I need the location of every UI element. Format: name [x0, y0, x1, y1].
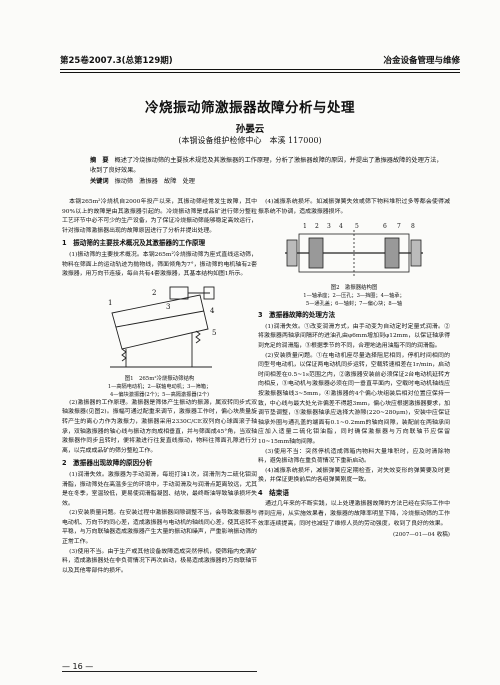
figure-1-legend-line-1: 1—高隔电动机；2—联轴电动机；3—筛箱；	[107, 383, 212, 390]
abstract-text: 概述了冷烧振动筛的主要技术规范及其激振器的工作原理，分析了激振器故障的原因，并提…	[90, 157, 443, 174]
issue-info: 第25卷2007.3(总第129期)	[60, 56, 173, 66]
eccentric-block-left	[286, 239, 298, 267]
figure-2-caption: 图2 激振器结构图	[330, 285, 378, 292]
section-1-paragraph-2: (2)激振器的工作原理。激振器是筛体产生振动的振源，属双转同步式双轴激振器(见图…	[62, 399, 257, 454]
figure-2-legend-line-1: 1—轴承座；2—压孔；3—挡圈；4—轴承；	[303, 293, 405, 300]
article-title: 冷烧振动筛激振器故障分析与处理	[145, 100, 355, 116]
fig2-label-5: 5	[355, 223, 359, 230]
figure-1-drawing	[109, 286, 214, 368]
fig2-label-2: 2	[315, 223, 319, 230]
section-1-paragraph-1: (1)振动筛的主要技术概况。本钢265m²冷烧振动筛为座式直线运动筛，物料在筛面…	[62, 251, 257, 278]
right-column: (4)减振系统损坏。如减振弹簧失效或筛下物料堆积过多等都会使得减振系统不协调，造…	[258, 198, 450, 541]
keywords-label: 关键词	[90, 178, 109, 185]
header-rule-thin	[60, 72, 460, 73]
fig2-label-8: 8	[411, 223, 415, 230]
fig2-label-4: 4	[339, 223, 343, 230]
author-affiliation: (本钢设备维护检修中心 本溪 117000)	[178, 136, 322, 145]
section-3-heading: 3 激振器故障的处理方法	[258, 311, 336, 320]
eccentric-block-right	[410, 239, 422, 267]
exciter-block	[169, 286, 188, 300]
fig2-label-6: 6	[383, 223, 387, 230]
fig1-label-3: 3	[166, 303, 170, 311]
bearing-left	[308, 237, 324, 269]
abstract: 摘 要概述了冷烧振动筛的主要技术规范及其激振器的工作原理，分析了激振器故障的原因…	[90, 156, 448, 176]
figure-1-caption: 图1 265m²冷烧振动筛结构	[124, 375, 195, 382]
left-column: 本钢265m²冷烧机自2000年投产以来，其振动筛经常发生故障，其中90%以上的…	[62, 198, 257, 576]
intro-paragraph: 本钢265m²冷烧机自2000年投产以来，其振动筛经常发生故障，其中90%以上的…	[62, 199, 257, 234]
motor-block	[203, 286, 214, 300]
section-2-heading: 2 激振器出现故障的原因分析	[62, 459, 153, 468]
fig2-label-1: 1	[303, 223, 307, 230]
header-rule-thick	[60, 69, 460, 70]
section-4-heading: 4 结束语	[258, 488, 289, 497]
fig1-label-5: 5	[212, 329, 216, 337]
journal-name: 冶金设备管理与维修	[383, 56, 460, 66]
abstract-label: 摘 要	[90, 157, 109, 164]
figure-2-drawing	[285, 230, 423, 277]
fig1-label-1: 1	[108, 299, 112, 307]
section-3-paragraph-3: (3)使用不当：突然停机造成筛箱内物料大量堆积时，应及时清除物料，避免振动筛在重…	[258, 448, 450, 465]
figure-1-legend-line-2: 4—偏块激振器(2个)；5—高隔激振器(2个)	[109, 391, 210, 398]
section-4-paragraph-1: 通过几年来的不断实践，以上处理激振器故障的方法已经在实际工作中得到应用，从实施效…	[258, 501, 450, 527]
screen-deck	[115, 310, 204, 328]
footer-rule	[62, 671, 257, 672]
page-number: — 16 —	[62, 662, 94, 671]
fig2-label-7: 7	[397, 223, 401, 230]
author-name: 孙晏云	[235, 124, 265, 135]
fig1-label-4: 4	[210, 307, 215, 315]
keywords-text: 振动筛 激振器 故障 处理	[114, 178, 195, 185]
section-3-paragraph-1: (1)润滑失效。①改变润滑方式，由手动变为自动定时定量式润滑。②将激振器两轴承间…	[258, 323, 450, 349]
section-2-paragraph-2: (2)安装质量问题。在安装过程中激振器间隙调整不当，会导致激振器与电动机、万向节…	[62, 510, 257, 546]
figure-2-legend-line-2: 5—通孔盖；6—轴封；7—偏心块；8—轴	[305, 301, 403, 308]
received-date: (2007—01—04 收稿)	[393, 532, 450, 539]
section-3-paragraph-4: (4)减振系统损坏，减振弹簧应定期检查，对失效变形的弹簧要及时更换，并保证更换前…	[258, 467, 450, 484]
screen-box	[110, 294, 209, 350]
spring-left	[120, 348, 127, 362]
fig2-label-3: 3	[327, 223, 331, 230]
figure-1-labels: 1 2 3 4 5	[108, 289, 216, 337]
keywords: 关键词振动筛 激振器 故障 处理	[90, 177, 448, 187]
section-3-paragraph-2: (2)安装质量问题。①在电动机座尽量选择阻尼相同，停机时间相同的同型号电动机，以…	[258, 352, 450, 445]
figure-1-screen-structure: 1 2 3 4 5	[108, 286, 216, 368]
bearing-right	[384, 237, 400, 269]
section-1-heading: 1 振动筛的主要技术概况及其激振器的工作原理	[62, 239, 206, 248]
figure-2-exciter-structure: 1 2 3 4 5 6 7 8	[285, 223, 423, 277]
fig1-label-2: 2	[152, 289, 156, 297]
figure-2-labels: 1 2 3 4 5 6 7 8	[303, 223, 415, 230]
section-2-paragraph-4: (4)减振系统损坏。如减振弹簧失效或筛下物料堆积过多等都会使得减振系统不协调，造…	[258, 199, 450, 215]
section-2-paragraph-1: (1)润滑失效。激振器为手动润滑，每班打油1次，润滑剂为二硫化钼润滑脂，振动筛处…	[62, 471, 257, 507]
section-2-paragraph-3: (3)使用不当。由于生产或其他设备故障造成突然停机，使筛箱内充满矿料，造成激振器…	[62, 548, 257, 574]
spring-right	[194, 330, 201, 344]
running-header: 第25卷2007.3(总第129期) 冶金设备管理与维修	[60, 54, 460, 69]
abstract-block: 摘 要概述了冷烧振动筛的主要技术规范及其激振器的工作原理，分析了激振器故障的原因…	[90, 156, 448, 187]
